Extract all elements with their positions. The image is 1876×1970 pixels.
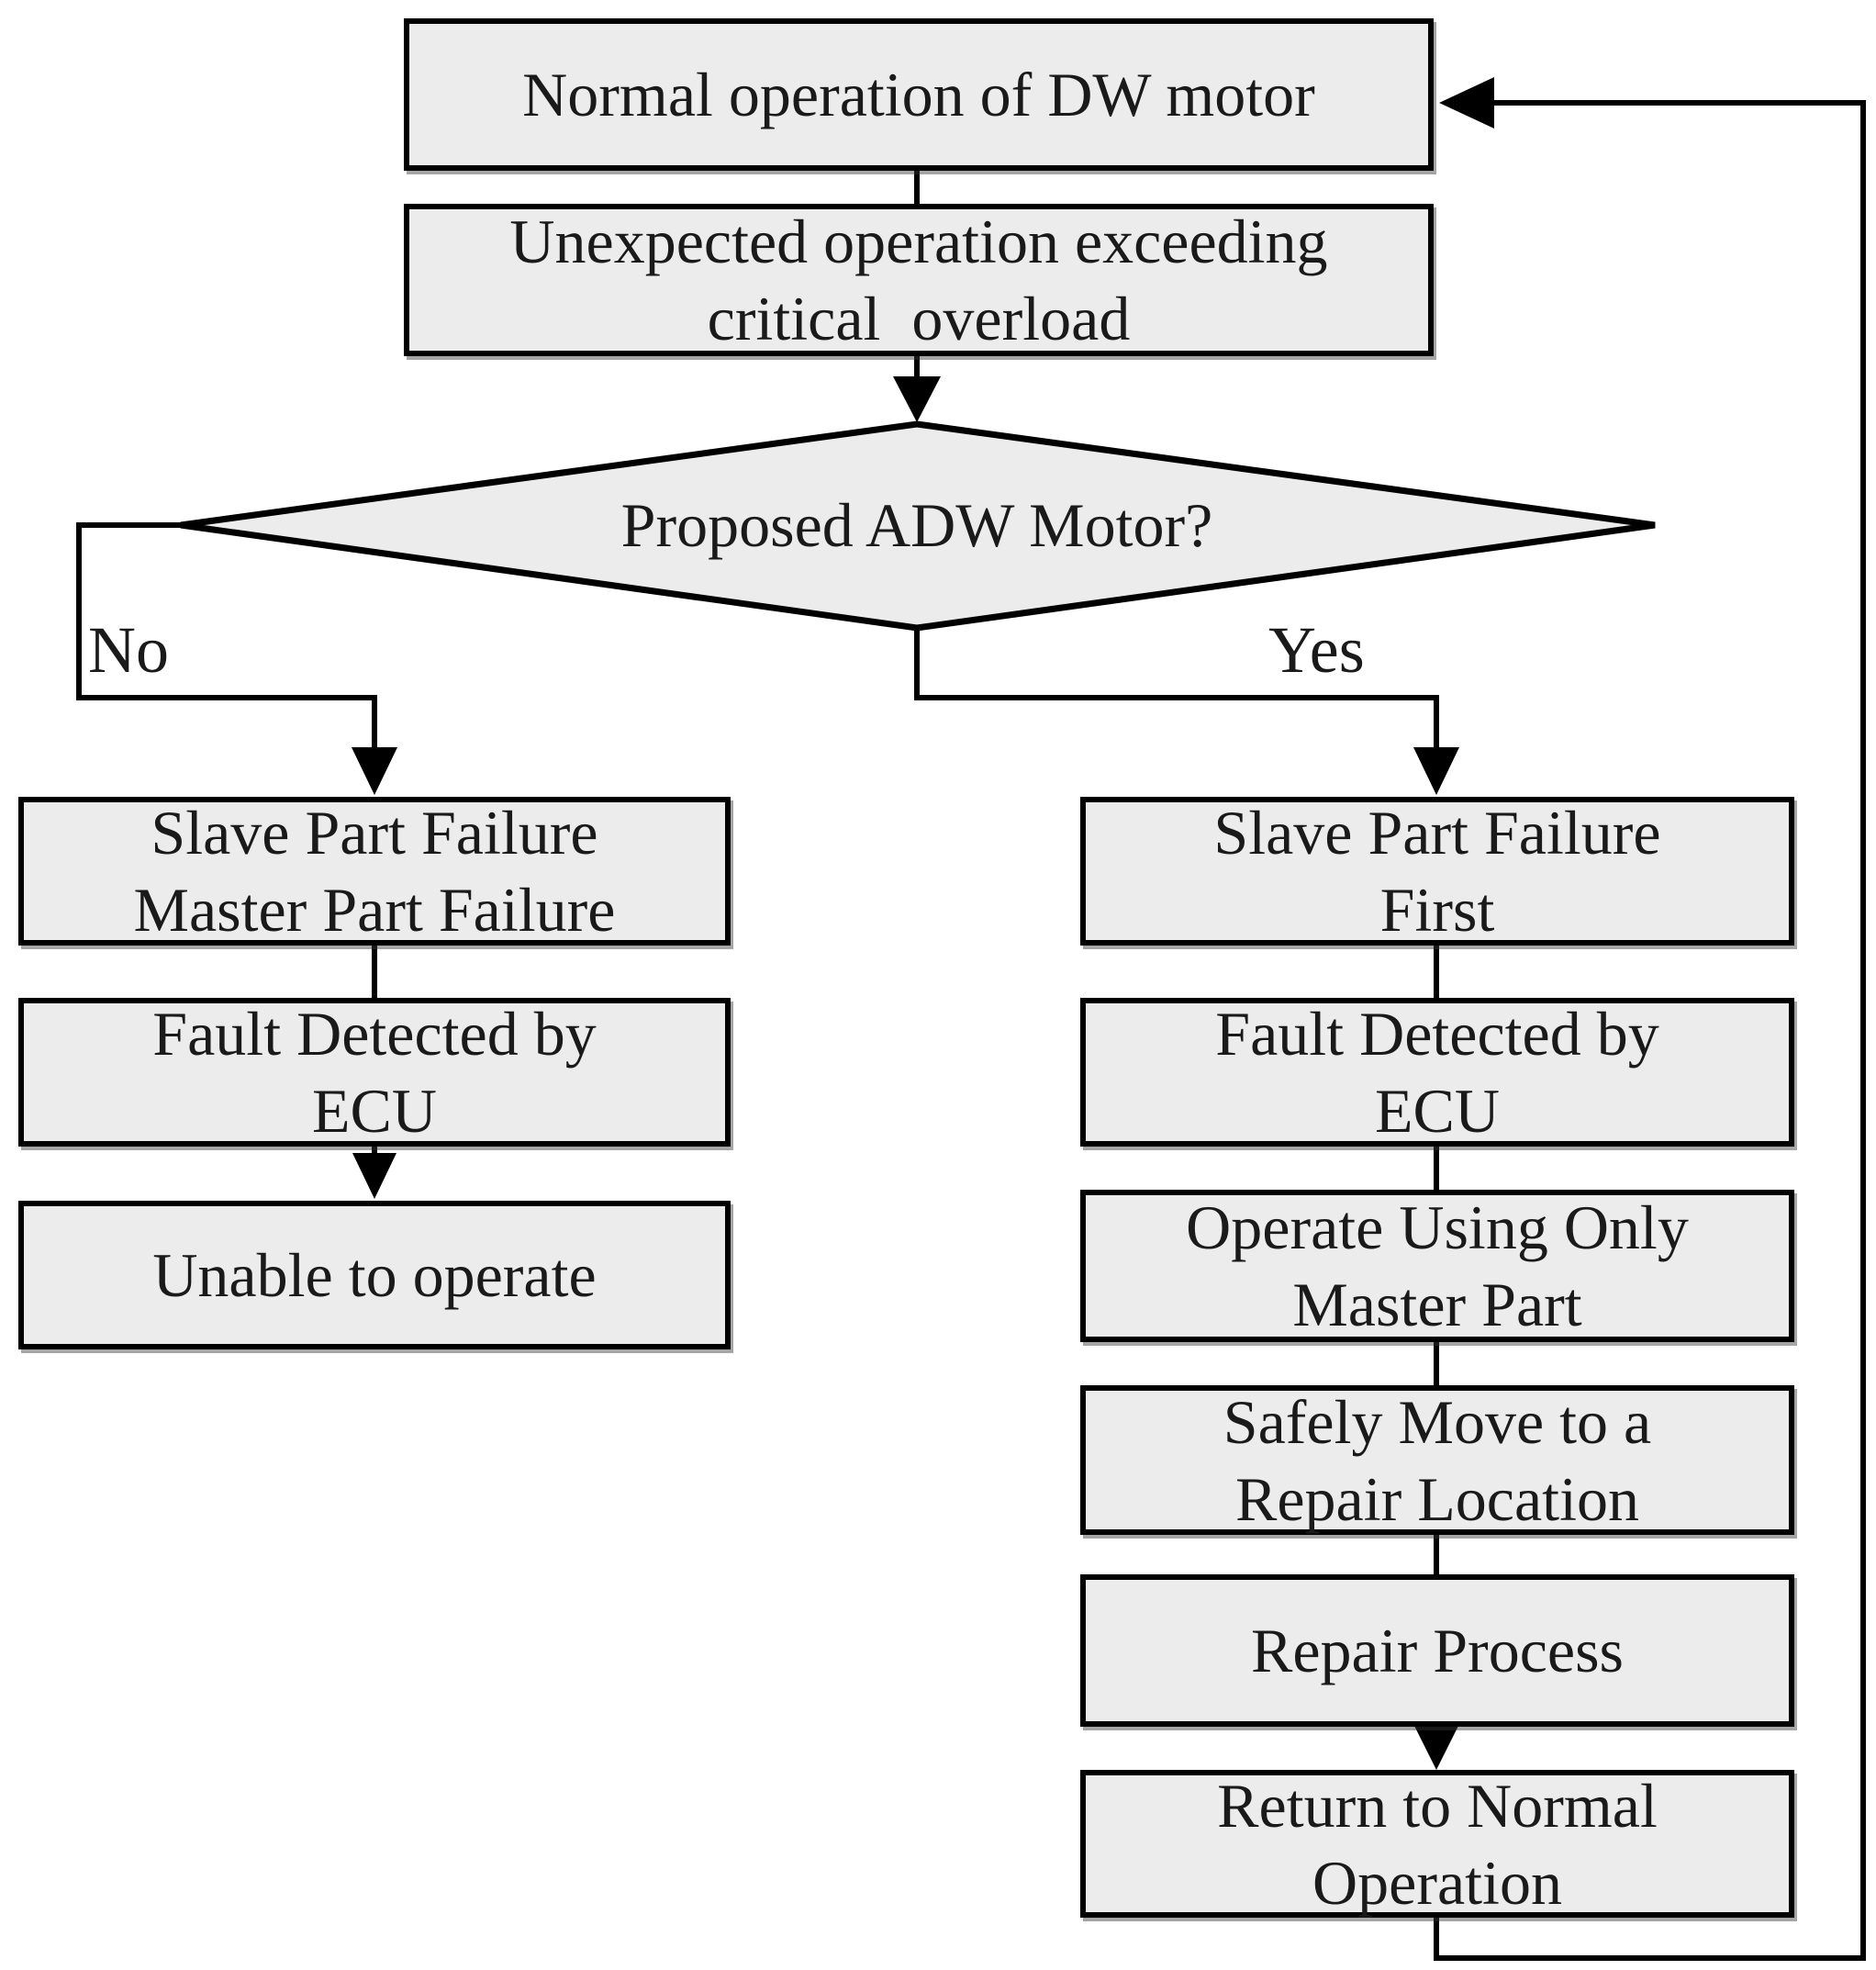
arrowhead-into-return (1414, 1726, 1458, 1770)
node-text-line: Fault Detected by (152, 999, 597, 1069)
node-operate-master-part: Operate Using Only Master Part (1080, 1190, 1794, 1342)
node-text-line: Unable to operate (152, 1240, 597, 1310)
node-fault-detected-left: Fault Detected by ECU (18, 998, 731, 1147)
node-unexpected-operation: Unexpected operation exceeding critical … (404, 204, 1434, 356)
branch-label-no: No (88, 613, 169, 687)
node-text-line: Slave Part Failure (1213, 798, 1661, 867)
node-repair-process: Repair Process (1080, 1574, 1794, 1727)
node-unable-to-operate: Unable to operate (18, 1201, 731, 1349)
node-slave-failure-first: Slave Part Failure First (1080, 797, 1794, 946)
node-text-line: Safely Move to a (1223, 1386, 1652, 1457)
arrowhead-into-unable (352, 1153, 396, 1199)
node-text-line: Normal operation of DW motor (522, 60, 1315, 129)
node-text-line: Operate Using Only (1186, 1192, 1689, 1262)
arrowhead-into-slave-first (1413, 747, 1459, 795)
node-text-line: ECU (1375, 1076, 1500, 1146)
node-text-line: Slave Part Failure (151, 798, 598, 867)
arrowhead-into-slave-master (352, 747, 397, 795)
node-fault-detected-right: Fault Detected by ECU (1080, 998, 1794, 1147)
node-text-line: Unexpected operation exceeding (509, 207, 1328, 276)
node-text-line: Return to Normal (1217, 1770, 1658, 1841)
node-text-line: First (1379, 875, 1495, 945)
node-text-line: Master Part Failure (133, 875, 616, 945)
node-text-line: critical overload (707, 284, 1131, 353)
node-text-line: Fault Detected by (1215, 999, 1659, 1069)
edge-yes-branch (914, 628, 1439, 749)
node-normal-operation: Normal operation of DW motor (404, 18, 1434, 171)
node-return-normal-operation: Return to Normal Operation (1080, 1770, 1794, 1918)
node-slave-master-failure: Slave Part Failure Master Part Failure (18, 797, 731, 946)
node-safely-move-repair: Safely Move to a Repair Location (1080, 1385, 1794, 1535)
node-text-line: Repair Process (1250, 1616, 1624, 1685)
node-text-line: Master Part (1292, 1270, 1582, 1339)
node-text-line: Repair Location (1235, 1463, 1639, 1534)
edge-feedback-loop (1434, 100, 1866, 1961)
arrowhead-into-normal (1439, 77, 1494, 129)
decision-label: Proposed ADW Motor? (620, 489, 1213, 560)
arrowhead-into-decision (893, 376, 941, 422)
node-text-line: Operation (1312, 1847, 1562, 1918)
branch-label-yes: Yes (1268, 613, 1365, 687)
node-text-line: ECU (312, 1076, 437, 1146)
edge-no-branch (76, 522, 377, 749)
